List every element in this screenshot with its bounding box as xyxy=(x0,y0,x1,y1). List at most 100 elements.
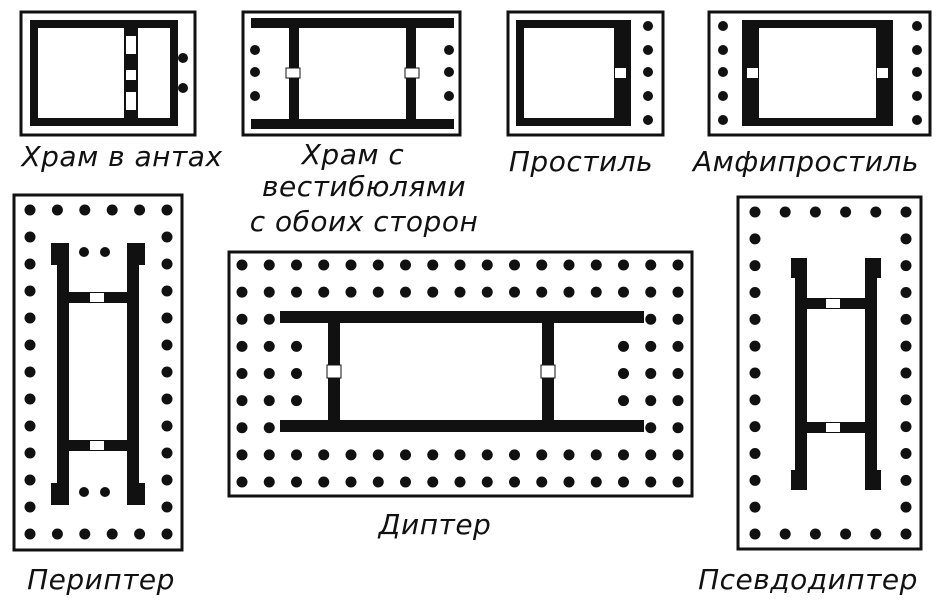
column-dot xyxy=(79,528,91,540)
column-dot xyxy=(749,421,761,433)
column-dot xyxy=(509,449,520,461)
column-dot xyxy=(840,528,852,540)
column-dot xyxy=(24,339,36,351)
column-dot xyxy=(24,258,36,270)
column-dot xyxy=(749,233,761,245)
column-dot xyxy=(318,476,330,488)
column-dot xyxy=(161,447,173,459)
column-dot xyxy=(345,286,357,298)
column-dot xyxy=(372,286,384,298)
column-dot xyxy=(24,366,36,378)
column-dot xyxy=(536,259,548,271)
column-dot xyxy=(749,394,761,406)
column-dot xyxy=(236,286,248,298)
column-dot xyxy=(749,448,761,459)
label-peripteros: Периптер xyxy=(27,563,175,596)
column-dot xyxy=(291,259,302,271)
column-dot xyxy=(645,259,657,271)
column-dot xyxy=(454,476,466,488)
column-dot xyxy=(372,449,384,461)
column-dot xyxy=(900,448,912,459)
column-dot xyxy=(590,449,602,461)
column-dot xyxy=(161,528,173,540)
column-dot xyxy=(749,287,761,298)
column-dot xyxy=(263,449,275,461)
column-dot xyxy=(900,501,912,513)
column-dot xyxy=(318,286,330,298)
column-dot xyxy=(161,393,173,405)
column-dot xyxy=(345,476,357,488)
column-dot xyxy=(263,259,275,271)
column-dot xyxy=(672,286,684,298)
column-dot xyxy=(236,368,248,379)
label-pseudodipteros: Псевдодиптер xyxy=(698,563,918,596)
column-dot xyxy=(291,476,302,488)
column-dot xyxy=(372,476,384,488)
column-dot xyxy=(618,286,629,298)
column-dot xyxy=(749,206,761,218)
plan-prostyle xyxy=(506,10,665,137)
column-dot xyxy=(563,476,575,488)
column-dot xyxy=(590,476,602,488)
column-dot xyxy=(590,286,602,298)
column-dot xyxy=(400,449,411,461)
column-dot xyxy=(870,528,882,540)
label-prostyle: Простиль xyxy=(508,145,654,178)
column-dot xyxy=(454,449,466,461)
column-dot xyxy=(263,340,275,352)
column-dot xyxy=(840,206,852,218)
column-dot xyxy=(236,259,248,271)
column-dot xyxy=(900,287,912,298)
column-dot xyxy=(900,206,912,218)
column-dot xyxy=(400,286,411,298)
column-dot xyxy=(536,286,548,298)
column-dot xyxy=(900,340,912,352)
column-dot xyxy=(236,476,248,488)
column-dot xyxy=(161,366,173,378)
column-dot xyxy=(79,204,91,216)
column-dot xyxy=(749,501,761,513)
column-dot xyxy=(106,528,118,540)
column-dot xyxy=(454,259,466,271)
column-dot xyxy=(263,368,275,379)
column-dot xyxy=(749,313,761,325)
column-dot xyxy=(645,395,657,407)
column-dot xyxy=(618,259,629,271)
label-double-vestibule-2: вестибюлями xyxy=(261,170,467,203)
column-dot xyxy=(749,528,761,540)
column-dot xyxy=(900,394,912,406)
column-dot xyxy=(509,286,520,298)
column-dot xyxy=(590,259,602,271)
column-dot xyxy=(24,447,36,459)
column-dot xyxy=(51,204,63,216)
column-dot xyxy=(236,313,248,325)
column-dot xyxy=(672,368,684,379)
column-dot xyxy=(509,476,520,488)
column-dot xyxy=(427,449,439,461)
column-dot xyxy=(900,260,912,272)
column-dot xyxy=(900,367,912,379)
column-dot xyxy=(454,286,466,298)
plan-dipteros xyxy=(227,250,694,498)
column-dot xyxy=(345,259,357,271)
column-dot xyxy=(318,449,330,461)
column-dot xyxy=(563,259,575,271)
column-dot xyxy=(618,476,629,488)
plan-pseudodipteros xyxy=(736,195,923,551)
column-dot xyxy=(161,474,173,486)
column-dot xyxy=(509,259,520,271)
column-dot xyxy=(618,340,629,352)
column-dot xyxy=(161,285,173,297)
column-dot xyxy=(672,340,684,352)
column-dot xyxy=(236,395,248,407)
column-dot xyxy=(645,449,657,461)
column-dot xyxy=(161,339,173,351)
column-dot xyxy=(134,528,146,540)
column-dot xyxy=(618,395,629,407)
column-dot xyxy=(263,313,275,325)
column-dot xyxy=(427,286,439,298)
column-dot xyxy=(291,368,302,379)
column-dot xyxy=(24,474,36,486)
column-dot xyxy=(870,206,882,218)
